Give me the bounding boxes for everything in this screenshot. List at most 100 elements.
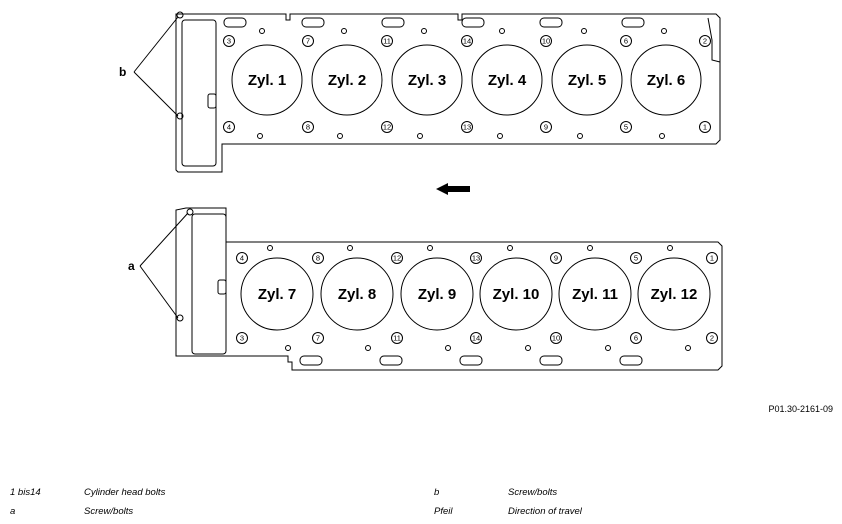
legend-text-1: Cylinder head bolts (84, 487, 166, 498)
upper-bottom-bolt-hole-4 (223, 121, 235, 133)
upper-bottom-bolt-number-4: 4 (227, 123, 231, 132)
lower-bore-1 (240, 257, 314, 331)
legend-text-4: Direction of travel (508, 506, 582, 517)
upper-top-bolt-number-2: 2 (703, 37, 707, 46)
lower-bottom-bolt-number-7: 7 (316, 334, 320, 343)
lower-top-bolt-number-4: 4 (240, 254, 244, 263)
upper-bottom-bolt-hole-9 (540, 121, 552, 133)
upper-top-bolt-number-10: 10 (542, 37, 550, 46)
upper-top-bolt-hole-11 (381, 35, 393, 47)
lower-top-bolt-number-13: 13 (472, 254, 480, 263)
lower-bottom-bolt-hole-6 (630, 332, 642, 344)
legend-text-3: Screw/bolts (508, 487, 558, 498)
upper-bottom-bolt-number-1: 1 (703, 123, 707, 132)
figure-reference: P01.30-2161-09 (768, 404, 833, 414)
lower-gasket (175, 207, 723, 371)
lower-top-bolt-number-5: 5 (634, 254, 638, 263)
lower-cylinder-label-2: Zyl. 8 (338, 286, 376, 303)
upper-bore-4 (471, 44, 543, 116)
upper-cylinder-label-5: Zyl. 5 (568, 72, 606, 89)
lower-top-bolt-number-8: 8 (316, 254, 320, 263)
upper-bottom-bolt-hole-13 (461, 121, 473, 133)
upper-top-bolt-number-3: 3 (227, 37, 231, 46)
upper-bottom-bolt-hole-5 (620, 121, 632, 133)
lower-bottom-bolt-number-6: 6 (634, 334, 638, 343)
lower-top-bolt-number-9: 9 (554, 254, 558, 263)
upper-bottom-bolt-number-8: 8 (306, 123, 310, 132)
lower-cylinder-label-5: Zyl. 11 (572, 286, 618, 303)
lower-top-bolt-hole-4 (236, 252, 248, 264)
lower-bottom-bolt-hole-7 (312, 332, 324, 344)
lower-bore-3 (400, 257, 474, 331)
upper-cylinder-label-3: Zyl. 3 (408, 72, 446, 89)
lower-bottom-bolt-hole-3 (236, 332, 248, 344)
upper-bottom-bolt-hole-8 (302, 121, 314, 133)
lower-top-bolt-hole-9 (550, 252, 562, 264)
legend-key-1: 1 bis14 (10, 487, 41, 498)
lower-bore-2 (320, 257, 394, 331)
upper-top-bolt-number-7: 7 (306, 37, 310, 46)
upper-bore-5 (551, 44, 623, 116)
lower-bore-5 (558, 257, 632, 331)
lower-bottom-bolt-hole-14 (470, 332, 482, 344)
upper-bottom-bolt-number-12: 12 (383, 123, 391, 132)
lower-bottom-bolt-hole-11 (391, 332, 403, 344)
lower-bottom-bolt-number-3: 3 (240, 334, 244, 343)
upper-bolt-holes: 3 7 11 14 10 6 2 4 8 12 13 9 5 1 (223, 35, 711, 133)
lower-bore-4 (479, 257, 553, 331)
upper-top-bolt-number-11: 11 (383, 37, 391, 46)
callout-a-leader (139, 212, 189, 319)
upper-bore-6 (630, 44, 702, 116)
upper-bottom-bolt-number-5: 5 (624, 123, 628, 132)
callout-b-leader (133, 16, 179, 117)
upper-top-bolt-hole-10 (540, 35, 552, 47)
lower-top-bolt-hole-13 (470, 252, 482, 264)
lower-top-bolt-hole-1 (706, 252, 718, 264)
upper-bottom-bolt-number-13: 13 (463, 123, 471, 132)
upper-cylinder-label-2: Zyl. 2 (328, 72, 366, 89)
upper-top-bolt-number-6: 6 (624, 37, 628, 46)
lower-bottom-bolt-number-10: 10 (552, 334, 560, 343)
lower-bottom-bolt-number-11: 11 (393, 334, 401, 343)
lower-cylinder-label-3: Zyl. 9 (418, 286, 456, 303)
callout-b-label: b (119, 65, 126, 79)
legend-text-2: Screw/bolts (84, 506, 134, 517)
upper-cylinder-label-6: Zyl. 6 (647, 72, 685, 89)
upper-cylinder-bores: Zyl. 1 Zyl. 2 Zyl. 3 Zyl. 4 Zyl. 5 Zyl. 6 (231, 44, 702, 116)
upper-bottom-bolt-hole-12 (381, 121, 393, 133)
upper-top-bolt-hole-14 (461, 35, 473, 47)
lower-top-bolt-hole-12 (391, 252, 403, 264)
lower-bore-6 (637, 257, 711, 331)
upper-cylinder-label-1: Zyl. 1 (248, 72, 286, 89)
gasket-diagram: Zyl. 1 Zyl. 2 Zyl. 3 Zyl. 4 Zyl. 5 Zyl. 6 3 7 1… (119, 11, 723, 371)
callout-a-label: a (128, 259, 135, 273)
upper-top-bolt-hole-3 (223, 35, 235, 47)
upper-bottom-bolt-number-9: 9 (544, 123, 548, 132)
upper-bore-1 (231, 44, 303, 116)
upper-top-bolt-number-14: 14 (463, 37, 471, 46)
legend-key-2: a (10, 506, 16, 517)
upper-bottom-bolt-hole-1 (699, 121, 711, 133)
lower-bottom-bolt-hole-2 (706, 332, 718, 344)
upper-top-bolt-hole-6 (620, 35, 632, 47)
legend-key-3: b (434, 487, 440, 498)
lower-top-bolt-hole-5 (630, 252, 642, 264)
upper-cylinder-label-4: Zyl. 4 (488, 72, 527, 89)
upper-top-bolt-hole-2 (699, 35, 711, 47)
upper-bore-3 (391, 44, 463, 116)
direction-arrow-icon (436, 183, 470, 195)
lower-top-bolt-number-12: 12 (393, 254, 401, 263)
lower-top-bolt-number-1: 1 (710, 254, 714, 263)
lower-bottom-bolt-number-14: 14 (472, 334, 480, 343)
upper-gasket (175, 11, 721, 173)
upper-top-bolt-hole-7 (302, 35, 314, 47)
lower-cylinder-label-1: Zyl. 7 (258, 286, 296, 303)
lower-cylinder-label-4: Zyl. 10 (493, 286, 540, 303)
lower-bottom-bolt-number-2: 2 (710, 334, 714, 343)
upper-bore-2 (311, 44, 383, 116)
legend-key-4: Pfeil (434, 506, 453, 517)
lower-bottom-bolt-hole-10 (550, 332, 562, 344)
lower-top-bolt-hole-8 (312, 252, 324, 264)
